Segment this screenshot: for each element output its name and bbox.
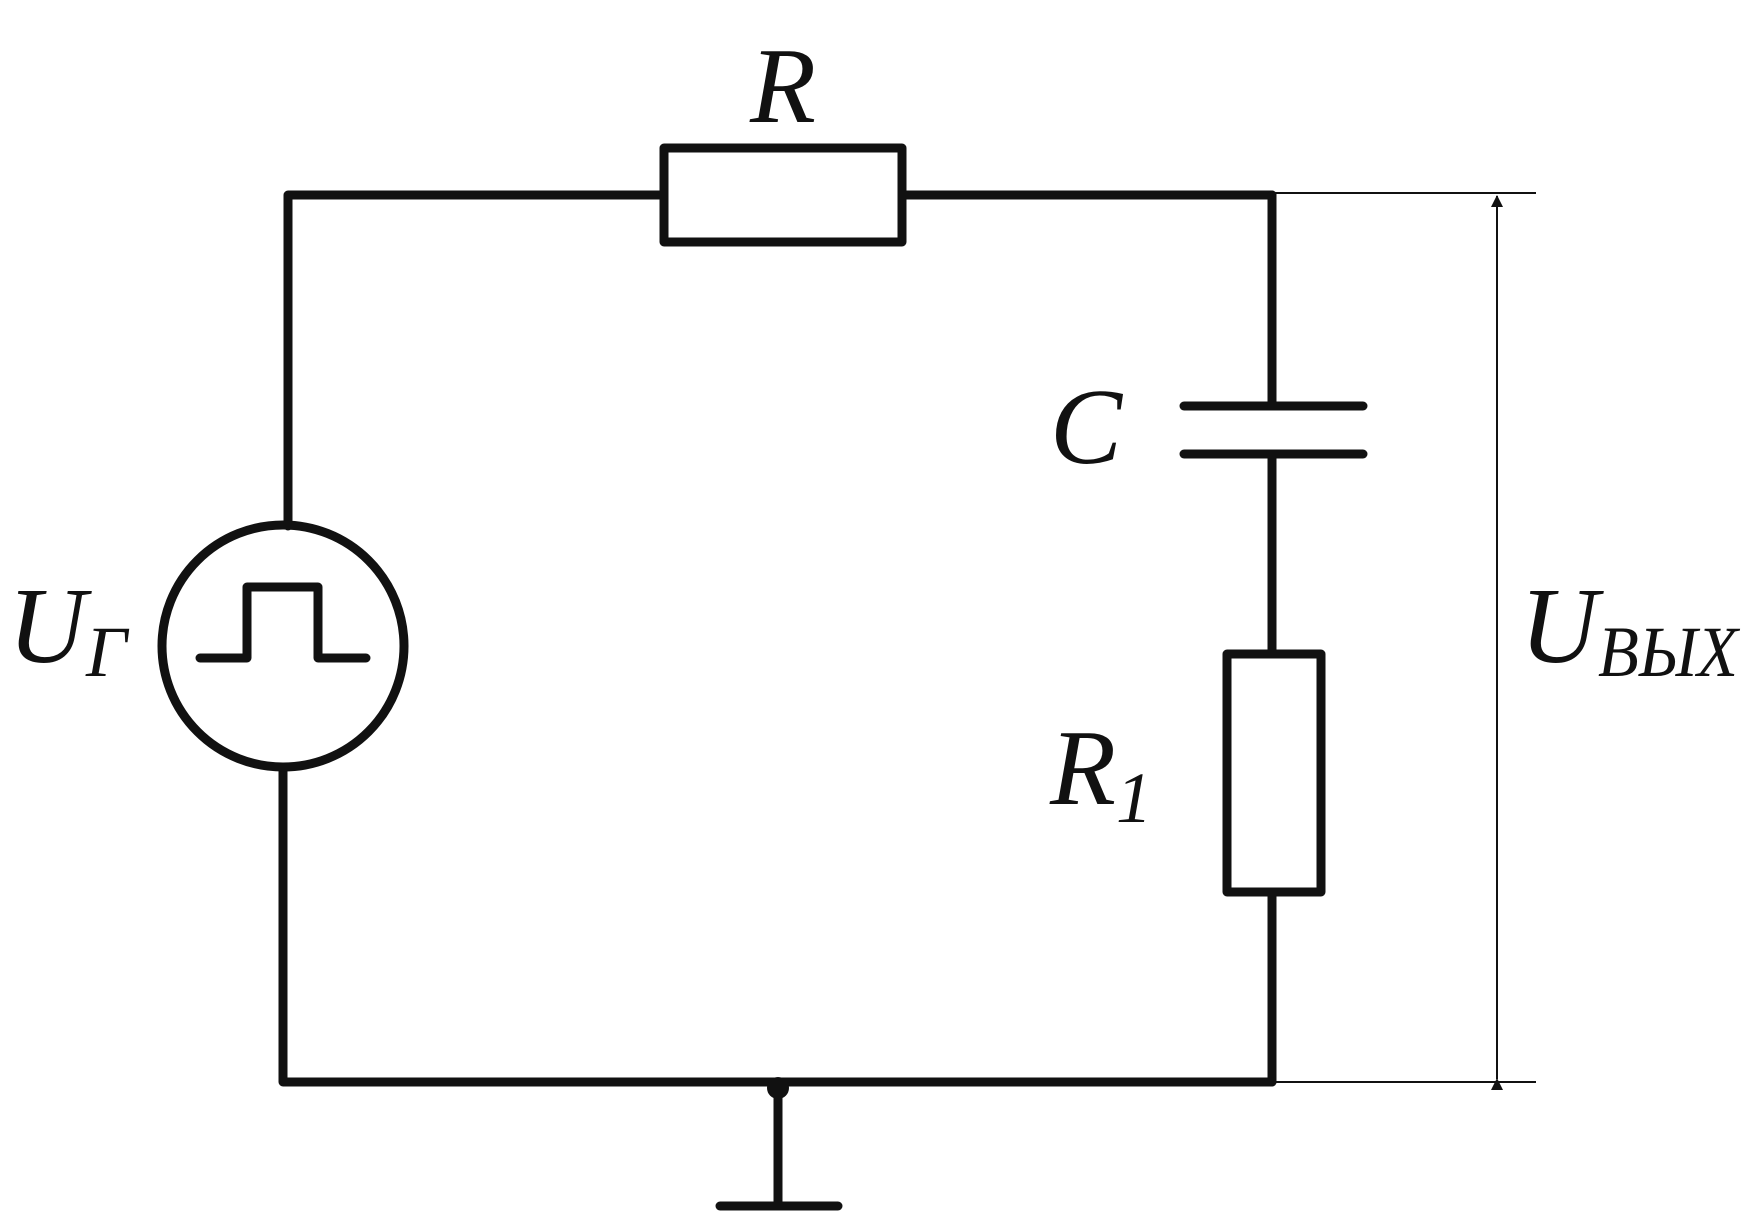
wire-bottom [278, 762, 1277, 1087]
label-capacitor-c: C [1050, 368, 1124, 487]
wire-top-left [283, 190, 669, 531]
output-voltage-indicator [1272, 192, 1536, 1090]
source-circle [157, 520, 409, 772]
resistor-r [659, 143, 907, 247]
pulse-voltage-source [157, 520, 409, 772]
resistor-r1 [1222, 649, 1326, 897]
ground-symbol [715, 1077, 843, 1211]
capacitor-c [1179, 401, 1368, 459]
label-resistor-r: R [749, 27, 816, 146]
label-resistor-r1: R1 [1049, 709, 1152, 838]
square-pulse-icon [195, 582, 371, 663]
label-output-u: UВЫХ [1520, 567, 1741, 692]
wires [278, 190, 1277, 1087]
label-source-u: UГ [8, 567, 130, 692]
